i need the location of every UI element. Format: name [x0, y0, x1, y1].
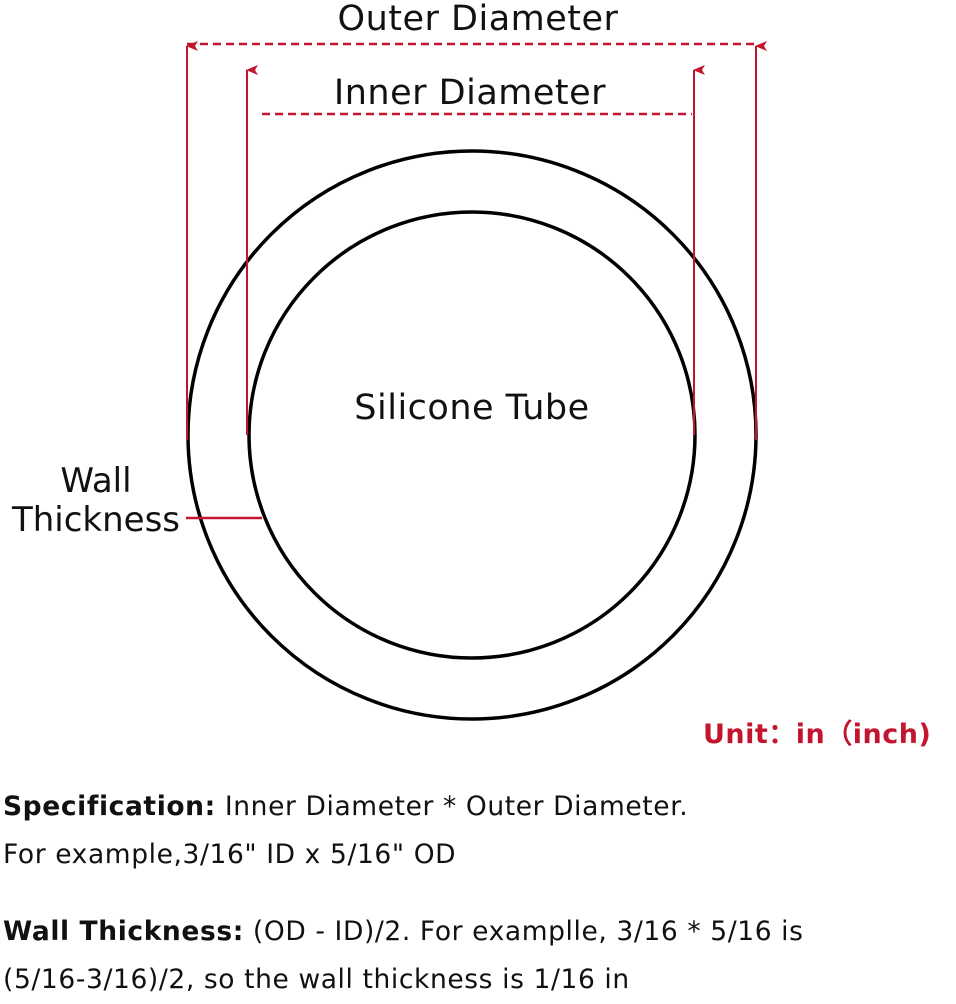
wall-thickness-label-line1: Wall — [60, 461, 131, 501]
specification-text: Inner Diameter * Outer Diameter. — [215, 791, 689, 822]
tube-dimension-diagram: Outer Diameter Inner Diameter Silicone T… — [11, 0, 767, 721]
specification-line: Specification: Inner Diameter * Outer Di… — [3, 783, 953, 831]
outer-circle — [186, 149, 758, 721]
wall-thickness-label-line2: Thickness — [11, 500, 180, 540]
outer-diameter-label: Outer Diameter — [338, 0, 619, 39]
unit-label: Unit：in（inch) — [703, 719, 932, 750]
specification-example: For example,3/16" ID x 5/16" OD — [3, 839, 457, 870]
wall-thickness-text: (OD - ID)/2. For examplle, 3/16 * 5/16 i… — [243, 916, 804, 947]
wall-thickness-block: Wall Thickness: (OD - ID)/2. For exampll… — [3, 908, 953, 1004]
wall-thickness-line2: (5/16-3/16)/2, so the wall thickness is … — [3, 964, 630, 995]
wall-thickness-key: Wall Thickness: — [3, 916, 244, 947]
inner-diameter-label: Inner Diameter — [334, 73, 606, 113]
specification-key: Specification: — [3, 791, 216, 822]
inner-circle — [247, 210, 697, 660]
specification-block: Specification: Inner Diameter * Outer Di… — [3, 783, 953, 879]
center-label: Silicone Tube — [354, 388, 589, 428]
wall-thickness-line: Wall Thickness: (OD - ID)/2. For exampll… — [3, 908, 953, 956]
